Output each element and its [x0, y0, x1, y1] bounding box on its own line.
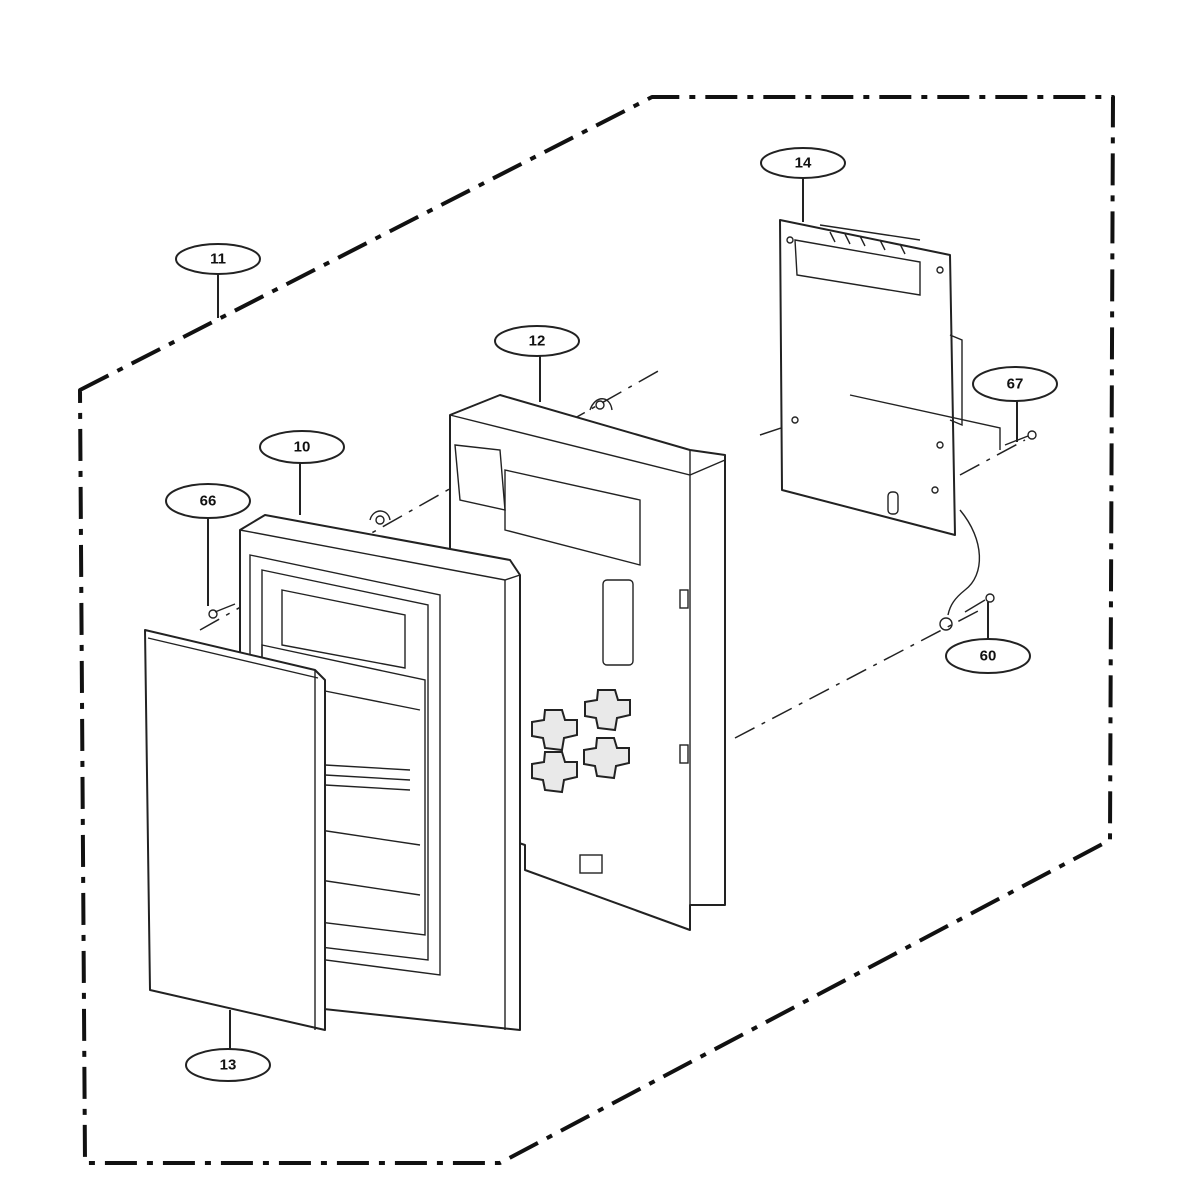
screw-67 [1004, 430, 1037, 446]
callout-label-10: 10 [294, 439, 311, 456]
screw-66 [208, 603, 236, 619]
callout-label-60: 60 [980, 648, 997, 665]
callout-60: 60 [945, 638, 1031, 674]
callout-label-11: 11 [210, 251, 226, 268]
screw-60 [964, 593, 995, 613]
callout-label-12: 12 [529, 333, 546, 350]
callout-11: 11 [175, 243, 261, 275]
callout-13: 13 [185, 1048, 271, 1082]
callout-label-67: 67 [1007, 376, 1024, 393]
callout-67: 67 [972, 366, 1058, 402]
callout-14: 14 [760, 147, 846, 179]
assembly-boundary [78, 95, 1115, 1165]
callout-label-13: 13 [220, 1057, 237, 1074]
callout-label-14: 14 [795, 155, 812, 172]
callout-10: 10 [259, 430, 345, 464]
callout-66: 66 [165, 483, 251, 519]
callout-12: 12 [494, 325, 580, 357]
pcb-part-14 [779, 219, 1001, 631]
center-line-screw-67 [959, 439, 1026, 476]
center-line-lower [734, 609, 981, 739]
front-panel-part-13 [144, 629, 326, 1031]
callout-label-66: 66 [200, 493, 217, 510]
